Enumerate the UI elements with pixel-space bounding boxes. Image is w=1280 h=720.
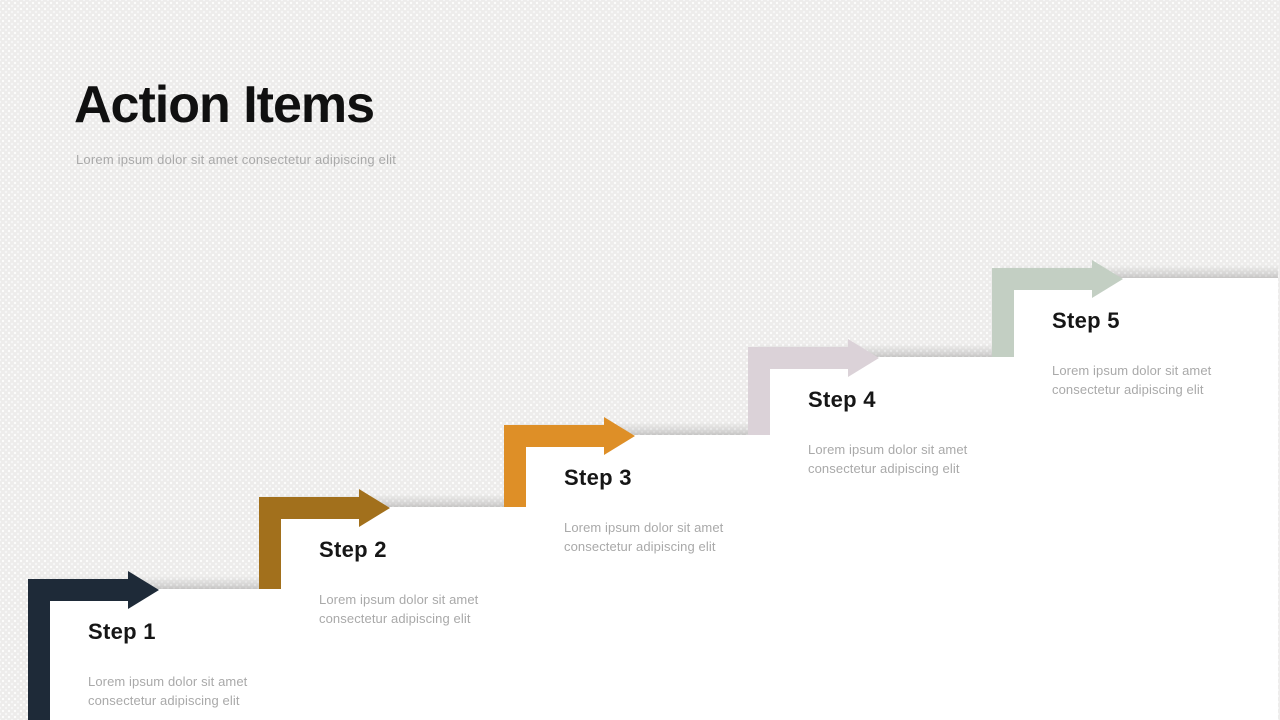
- step-5-arrow-vertical-arm: [992, 268, 1014, 357]
- step-3-text-block: Step 3 Lorem ipsum dolor sit amet consec…: [564, 465, 774, 556]
- slide-title: Action Items: [74, 76, 375, 134]
- step-4-description: Lorem ipsum dolor sit amet consectetur a…: [808, 442, 968, 476]
- step-2-description: Lorem ipsum dolor sit amet consectetur a…: [319, 592, 479, 626]
- step-1-arrow-vertical-arm: [28, 579, 50, 720]
- step-2-text-block: Step 2 Lorem ipsum dolor sit amet consec…: [319, 537, 529, 628]
- step-5-text-block: Step 5 Lorem ipsum dolor sit amet consec…: [1052, 308, 1262, 399]
- step-2-arrow-vertical-arm: [259, 497, 281, 589]
- step-5-card: [1002, 278, 1278, 720]
- step-5-label: Step 5: [1052, 308, 1120, 333]
- step-4-arrow-vertical-arm: [748, 347, 770, 435]
- step-3-label: Step 3: [564, 465, 632, 490]
- slide-subtitle: Lorem ipsum dolor sit amet consectetur a…: [76, 152, 397, 167]
- step-4-text-block: Step 4 Lorem ipsum dolor sit amet consec…: [808, 387, 1018, 478]
- step-3-description: Lorem ipsum dolor sit amet consectetur a…: [564, 520, 724, 554]
- step-4-label: Step 4: [808, 387, 876, 412]
- step-3-arrow-horizontal-arm: [504, 425, 604, 447]
- step-1-label: Step 1: [88, 619, 156, 644]
- step-2-arrow-horizontal-arm: [259, 497, 359, 519]
- step-5-arrow-horizontal-arm: [992, 268, 1092, 290]
- step-1-arrow-horizontal-arm: [28, 579, 128, 601]
- step-5-description: Lorem ipsum dolor sit amet consectetur a…: [1052, 363, 1212, 397]
- step-2-label: Step 2: [319, 537, 387, 562]
- step-4-arrow-horizontal-arm: [748, 347, 848, 369]
- step-1-text-block: Step 1 Lorem ipsum dolor sit amet consec…: [88, 619, 298, 710]
- step-1-description: Lorem ipsum dolor sit amet consectetur a…: [88, 674, 248, 708]
